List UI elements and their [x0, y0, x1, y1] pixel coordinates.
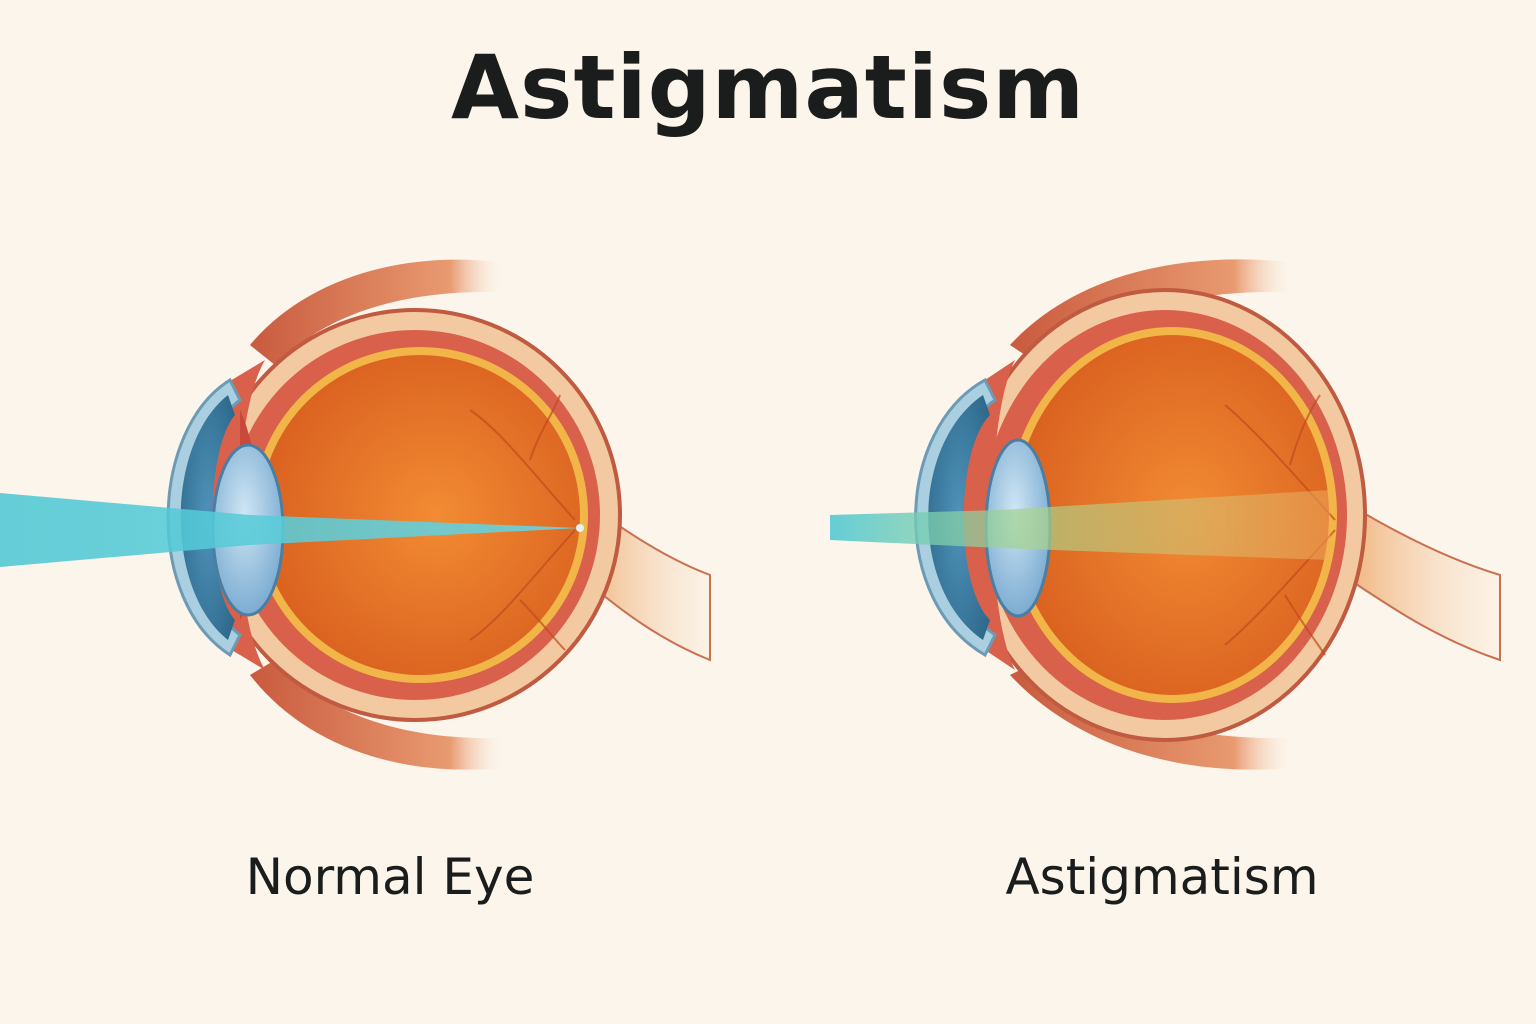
lower-muscle	[1010, 660, 1290, 770]
page-title: Astigmatism	[450, 36, 1086, 139]
astigmatism-eye	[830, 259, 1501, 770]
normal-eye-label: Normal Eye	[245, 848, 535, 906]
focal-point	[576, 524, 584, 532]
light-beam	[0, 493, 580, 567]
astigmatism-label: Astigmatism	[1005, 848, 1319, 906]
normal-eye	[0, 259, 711, 770]
upper-muscle	[250, 259, 500, 365]
light-beam	[830, 490, 1330, 560]
upper-muscle	[1010, 259, 1290, 365]
vitreous	[260, 355, 580, 675]
lower-muscle	[250, 660, 500, 770]
optic-nerve	[1349, 503, 1501, 662]
